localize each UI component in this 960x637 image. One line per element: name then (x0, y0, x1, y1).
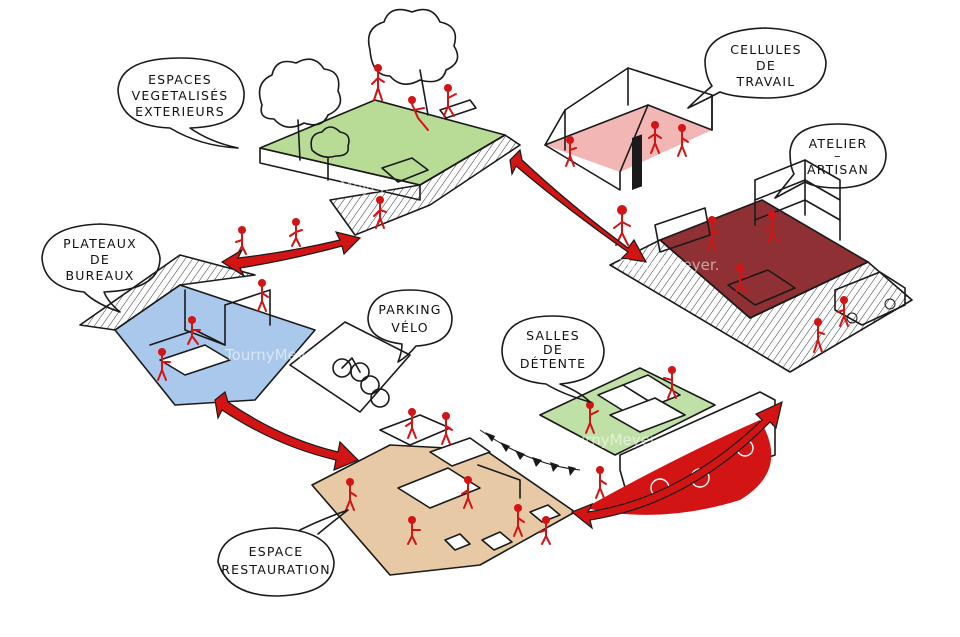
person-icon (443, 84, 457, 117)
ping-pong-table (597, 374, 686, 433)
label-line: PLATEAUX (63, 236, 137, 251)
person-icon (585, 401, 599, 434)
watermark: TournyMeyer. (289, 178, 389, 196)
person-icon (408, 96, 429, 131)
label-line: TRAVAIL (736, 74, 796, 89)
tree-icon (258, 58, 342, 161)
person-icon (407, 516, 421, 545)
label-espace-restauration: ESPACE RESTAURATION (217, 509, 349, 597)
label-cellules-travail: CELLULES DE TRAVAIL (687, 27, 827, 109)
work-cells-floor (545, 105, 712, 172)
arrow-garden-workshop (509, 148, 648, 263)
person-icon (539, 516, 551, 545)
arrow-offices-restaurant (214, 390, 360, 471)
watermark: TournyMeyer. (224, 346, 324, 364)
person-icon (187, 316, 201, 345)
label-line: BUREAUX (66, 268, 135, 283)
label-line: DÉTENTE (520, 356, 586, 371)
person-icon (157, 348, 171, 381)
person-icon (345, 478, 357, 511)
bike-parking-zone (289, 321, 411, 413)
person-icon (837, 296, 849, 327)
person-icon (461, 476, 473, 509)
label-line: ESPACE (249, 544, 304, 559)
tree-icon (367, 8, 459, 116)
workshop-ground (610, 240, 912, 372)
label-espaces-vegetalises: ESPACES VEGETALISÉS EXTERIEURS (117, 57, 245, 149)
label-line: EXTERIEURS (135, 104, 225, 119)
label-line: ESPACES (148, 72, 212, 87)
workshop-zone (609, 159, 913, 373)
person-icon (707, 216, 719, 251)
bicycle-icon (332, 357, 390, 408)
person-icon (235, 226, 247, 255)
dining-tables (444, 504, 561, 551)
person-icon (373, 196, 387, 229)
label-line: SALLES (526, 328, 580, 343)
garden-deck (330, 135, 520, 235)
person-icon (513, 504, 525, 537)
person-icon (663, 366, 677, 399)
label-line: VEGETALISÉS (132, 88, 229, 103)
person-icon (595, 466, 607, 499)
label-line: VÉLO (391, 320, 429, 335)
person-icon (565, 136, 577, 167)
watermark: TournyMeyer. (559, 431, 659, 449)
person-icon (813, 318, 825, 353)
label-line: CELLULES (730, 42, 801, 57)
arrow-garden-offices (220, 231, 362, 278)
garden-floor (260, 100, 505, 185)
bunting (479, 429, 581, 476)
person-icon (613, 205, 631, 246)
label-line: – (834, 148, 841, 163)
person-icon (257, 279, 269, 312)
van-icon (834, 271, 906, 326)
person-icon (441, 412, 453, 445)
person-icon (677, 124, 689, 157)
person-icon (289, 218, 303, 247)
restaurant-zone (311, 408, 581, 576)
watermark: TournyMeyer. (619, 256, 719, 274)
offices-deck (80, 255, 255, 330)
label-line: PARKING (378, 302, 441, 317)
label-atelier-artisan: ATELIER – ARTISAN (774, 123, 887, 199)
flow-arrows (214, 148, 783, 530)
label-parking-velo: PARKING VÉLO (367, 289, 453, 363)
kitchen-counters (379, 414, 521, 509)
label-line: DE (90, 252, 110, 267)
person-icon (371, 64, 385, 101)
label-salles-detente: SALLES DE DÉTENTE (501, 315, 605, 403)
label-line: ARTISAN (807, 162, 869, 177)
label-plateaux-bureaux: PLATEAUX DE BUREAUX (41, 223, 161, 313)
label-line: DE (543, 342, 563, 357)
label-line: DE (756, 58, 776, 73)
terrace-floor (585, 420, 772, 515)
person-icon (735, 264, 749, 293)
offices-zone (79, 218, 316, 406)
bike-parking-floor (289, 321, 411, 413)
lounge-zone (539, 366, 776, 506)
garden-zone (258, 8, 521, 236)
tree-icon (310, 126, 350, 181)
work-cells-zone (544, 67, 713, 191)
arrow-lounge-restaurant (570, 400, 783, 530)
person-icon (405, 408, 417, 439)
person-icon (648, 121, 662, 154)
person-icon (765, 211, 779, 244)
label-line: ATELIER (809, 136, 868, 151)
label-line: RESTAURATION (221, 562, 331, 577)
